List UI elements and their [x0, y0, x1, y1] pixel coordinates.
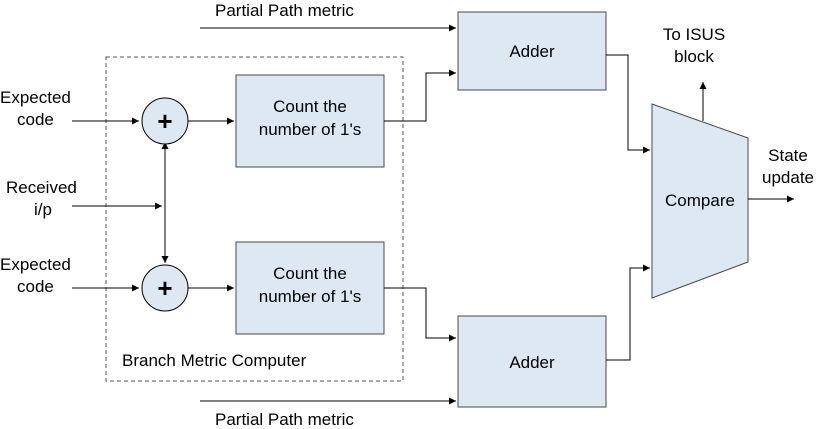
- adder-bottom-box: [457, 315, 607, 408]
- counter-bottom-box: [235, 241, 385, 335]
- adder-bottom-label: Adder: [509, 353, 555, 372]
- adder-top-to-compare-wire: [606, 54, 650, 154]
- counter-top-box: [235, 74, 385, 168]
- counter-bottom-to-adder-wire: [384, 287, 456, 342]
- xor-bottom-symbol: +: [157, 273, 172, 303]
- adder-top-label: Adder: [509, 42, 555, 61]
- counter-top-to-adder-wire: [384, 69, 456, 122]
- partial-path-metric-top-label: Partial Path metric: [215, 1, 354, 20]
- compare-label: Compare: [665, 191, 735, 210]
- branch-metric-computer-label: Branch Metric Computer: [122, 351, 307, 370]
- partial-path-metric-bottom-label: Partial Path metric: [215, 410, 354, 429]
- compare-block: [651, 103, 749, 299]
- xor-top-symbol: +: [157, 106, 172, 136]
- adder-bottom-to-compare-wire: [606, 264, 650, 361]
- adder-top-box: [457, 11, 607, 91]
- branch-metric-computer-boundary: [105, 56, 404, 382]
